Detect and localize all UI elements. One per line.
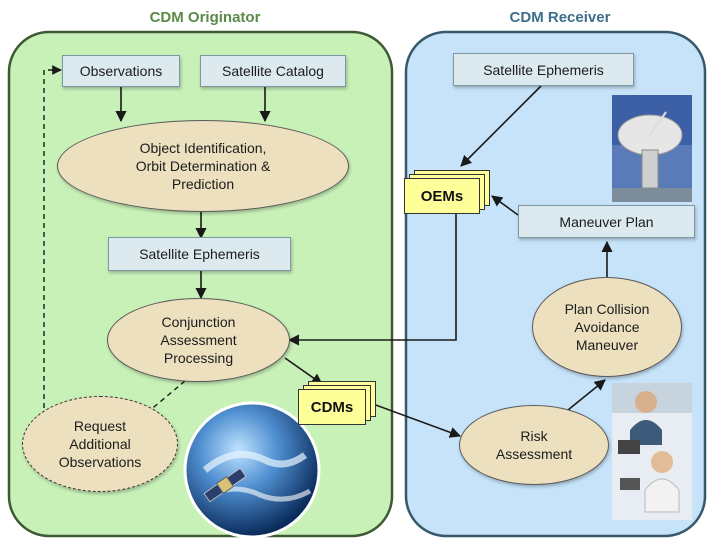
satellite-catalog-box: Satellite Catalog: [200, 55, 346, 87]
orbit-determination-ellipse: Object Identification, Orbit Determinati…: [57, 120, 349, 212]
receiver-title: CDM Receiver: [509, 9, 611, 26]
receiver-ephemeris-box: Satellite Ephemeris: [453, 53, 634, 86]
radio-telescope-image: [612, 95, 692, 202]
risk-assessment-ellipse: Risk Assessment: [459, 405, 609, 485]
oems-label: OEMs: [420, 187, 464, 205]
originator-ephemeris-box: Satellite Ephemeris: [108, 237, 291, 271]
cdms-label: CDMs: [310, 398, 354, 416]
oems-document-stack: OEMs: [404, 170, 494, 216]
analysts-image: [612, 383, 692, 520]
arrow-oems-to-conjunction: [287, 210, 457, 346]
conjunction-assessment-ellipse: Conjunction Assessment Processing: [107, 298, 290, 382]
cdms-document-stack: CDMs: [298, 381, 380, 427]
arrow-recv-ephemeris-to-oems: [460, 85, 542, 167]
originator-title: CDM Originator: [149, 9, 261, 26]
arrow-conjunction-to-cdms: [284, 357, 323, 385]
arrow-cdms-to-risk: [372, 403, 462, 438]
request-observations-ellipse: Request Additional Observations: [22, 396, 178, 492]
maneuver-plan-box: Maneuver Plan: [518, 205, 695, 238]
arrow-maneuver-to-oems: [491, 195, 519, 216]
earth-satellite-image: [183, 401, 321, 539]
plan-maneuver-ellipse: Plan Collision Avoidance Maneuver: [532, 277, 682, 377]
arrow-risk-to-plan: [567, 379, 606, 411]
observations-box: Observations: [62, 55, 180, 87]
arrow-request-to-observations: [43, 65, 62, 417]
